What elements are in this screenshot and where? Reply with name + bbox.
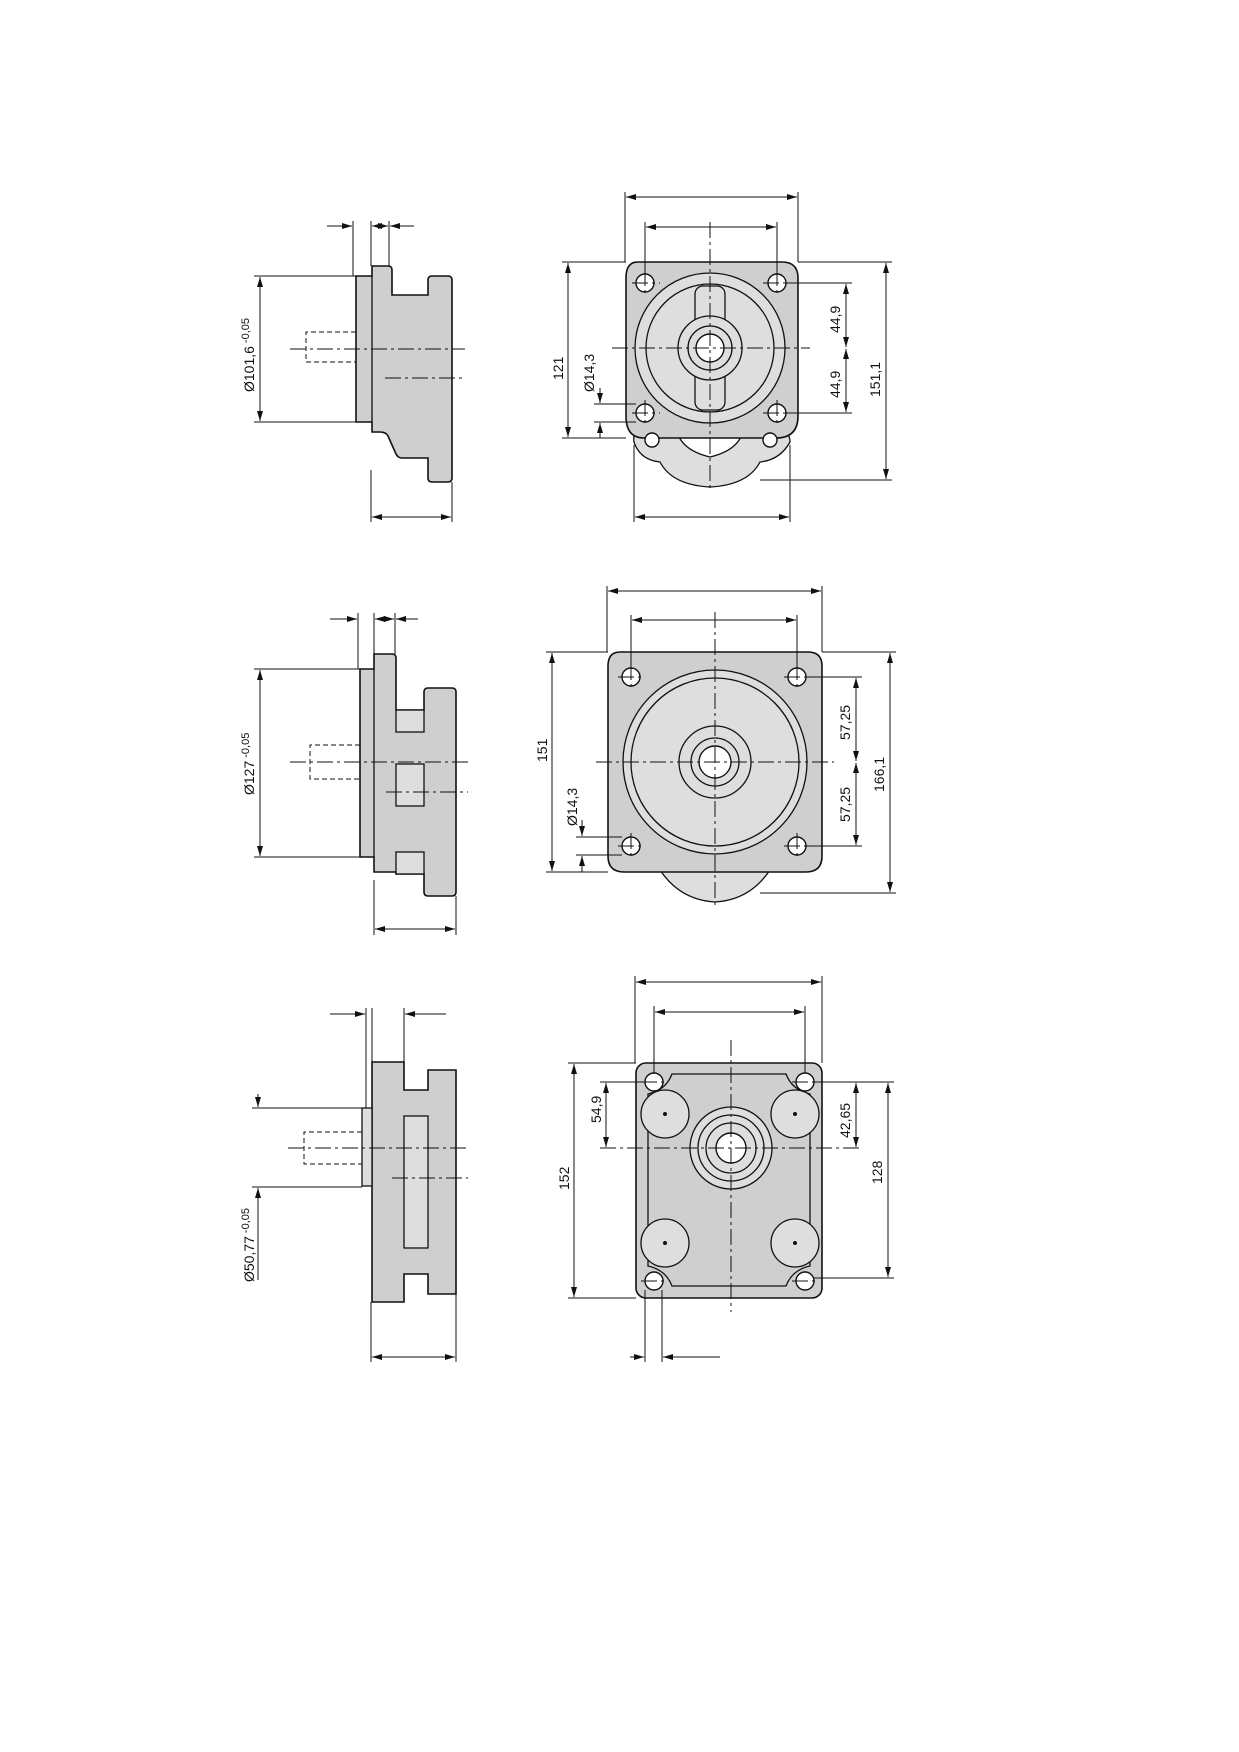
front-view-2: 151 Ø14,3 57,25 57,25 166,1	[534, 586, 896, 908]
front-view-3: 152 54,9 42,65 128	[556, 976, 894, 1362]
dim-vertical-outer-3: 128	[869, 1160, 885, 1184]
dim-upper-half-2: 57,25	[837, 705, 853, 740]
dim-lower-half-1: 44,9	[827, 371, 843, 398]
side-view-3: Ø50,77-0,05	[240, 1008, 468, 1362]
dim-vertical-inner-1: 121	[550, 356, 566, 380]
pilot-diameter-label-2: Ø127-0,05	[240, 733, 257, 795]
side-view-1: Ø101,6-0,05	[240, 221, 465, 522]
hole-diameter-label-2: Ø14,3	[564, 788, 580, 826]
dim-upper-half-3: 42,65	[837, 1103, 853, 1138]
dim-vertical-inner-2: 151	[534, 738, 550, 762]
dim-vertical-outer-1: 151,1	[867, 362, 883, 397]
dim-vertical-outer-2: 166,1	[871, 757, 887, 792]
pilot-diameter-label-3: Ø50,77-0,05	[240, 1208, 257, 1282]
dim-lower-half-2: 57,25	[837, 787, 853, 822]
front-view-1: 121 Ø14,3 44,9 44,9 151,1	[550, 192, 892, 522]
side-view-2: Ø127-0,05	[240, 613, 468, 935]
dim-vertical-inner-3: 152	[556, 1166, 572, 1190]
dim-upper-half-1: 44,9	[827, 306, 843, 333]
dim-left-offset-3: 54,9	[588, 1096, 604, 1123]
pilot-diameter-label-1: Ø101,6-0,05	[240, 318, 257, 392]
hole-diameter-label-1: Ø14,3	[581, 354, 597, 392]
